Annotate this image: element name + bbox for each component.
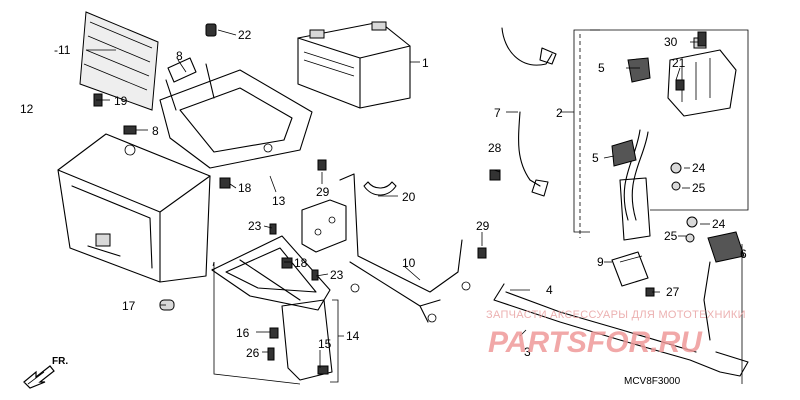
callout-18b: 18: [294, 256, 308, 270]
callout-25b: 25: [664, 229, 678, 243]
front-arrow: FR.: [23, 356, 68, 389]
callout-15: 15: [318, 337, 332, 351]
callout-13: 13: [272, 194, 286, 208]
callout-29b: 29: [476, 219, 490, 233]
battery-cable: [501, 27, 557, 197]
callout-8b: 8: [152, 124, 159, 138]
callout-2: 2: [556, 106, 563, 120]
callout-26: 26: [246, 346, 260, 360]
callout-30: 30: [664, 35, 678, 49]
callout-7: 7: [494, 106, 501, 120]
callout-12: 12: [20, 102, 34, 116]
callout-3: 3: [524, 345, 531, 359]
watermark: ЗАПЧАСТИ АКСЕССУАРЫ ДЛЯ МОТОТЕХНИКИ PART…: [486, 309, 746, 359]
callout-17: 17: [122, 299, 136, 313]
callout-6: 6: [740, 247, 747, 261]
callouts: 1 2 3 4 5 5 6 7 8 8 9 10 -11 12 13 14 15…: [20, 28, 747, 360]
callout-5a: 5: [598, 61, 605, 75]
cover: [707, 231, 745, 263]
battery-tray: [159, 57, 313, 169]
front-label: FR.: [52, 356, 68, 367]
callout-1: 1: [422, 56, 429, 70]
callout-23a: 23: [248, 219, 262, 233]
callout-20: 20: [402, 190, 416, 204]
diagram-code: MCV8F3000: [624, 376, 681, 387]
rubber-sheet: [79, 11, 159, 111]
callout-18a: 18: [238, 181, 252, 195]
terminal-cover: [611, 57, 651, 167]
callout-27: 27: [666, 285, 680, 299]
callout-8a: 8: [176, 49, 183, 63]
battery: [297, 21, 411, 109]
callout-24b: 24: [712, 217, 726, 231]
callout-19: 19: [114, 94, 128, 108]
callout-16: 16: [236, 326, 250, 340]
callout-10: 10: [402, 256, 416, 270]
callout-23b: 23: [330, 268, 344, 282]
callout-4: 4: [546, 283, 553, 297]
callout-25a: 25: [692, 181, 706, 195]
callout-14: 14: [346, 329, 360, 343]
relay-switch: [611, 251, 649, 287]
callout-28: 28: [488, 141, 502, 155]
battery-bracket: [301, 173, 471, 323]
callout-21: 21: [672, 56, 686, 70]
fasteners: [93, 23, 707, 375]
leader-lines: [86, 29, 749, 385]
callout-29a: 29: [316, 185, 330, 199]
callout-24a: 24: [692, 161, 706, 175]
fuse-box-cover: [211, 235, 333, 381]
callout-5b: 5: [592, 151, 599, 165]
callout-11: -11: [54, 43, 71, 57]
callout-22: 22: [238, 28, 252, 42]
callout-9: 9: [597, 255, 604, 269]
clamp: [363, 181, 397, 196]
ground-cable: [493, 261, 749, 377]
watermark-tagline: ЗАПЧАСТИ АКСЕССУАРЫ ДЛЯ МОТОТЕХНИКИ: [486, 309, 746, 321]
battery-box: [57, 133, 211, 283]
watermark-brand: PARTSFOR.RU: [488, 326, 703, 359]
